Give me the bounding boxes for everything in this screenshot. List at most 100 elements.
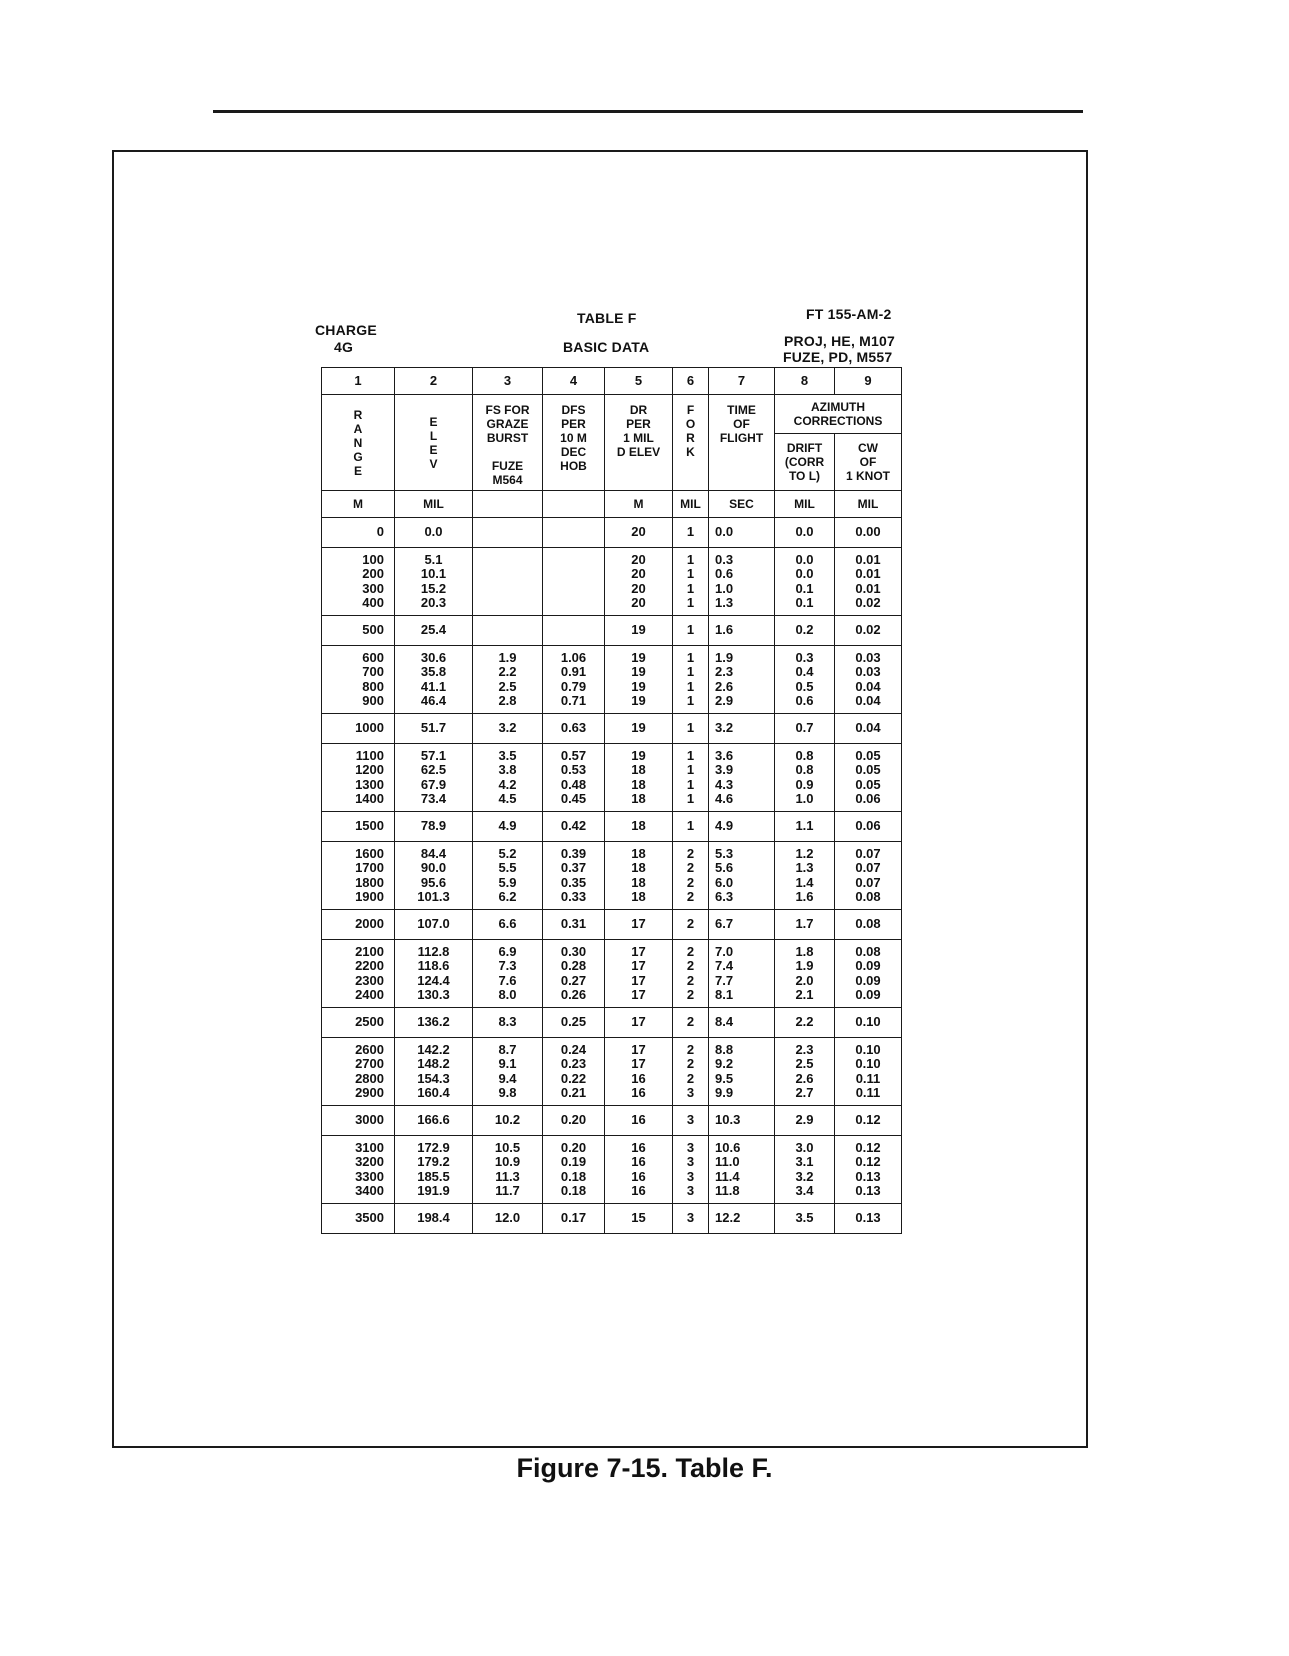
cell-elev: 5.1 10.1 15.2 20.3 bbox=[394, 547, 473, 616]
cell-dr: 20 bbox=[604, 517, 673, 548]
cell-time-of-flight: 1.9 2.3 2.6 2.9 bbox=[708, 645, 775, 714]
figure-frame bbox=[112, 150, 1088, 1448]
cell-fork: 1 bbox=[672, 517, 709, 548]
cell-cw: 0.05 0.05 0.05 0.06 bbox=[834, 743, 902, 812]
cell-dfs: 0.25 bbox=[542, 1007, 605, 1038]
cell-time-of-flight: 7.0 7.4 7.7 8.1 bbox=[708, 939, 775, 1008]
cell-drift: 2.9 bbox=[774, 1105, 835, 1136]
cell-time-of-flight: 3.6 3.9 4.3 4.6 bbox=[708, 743, 775, 812]
cell-elev: 136.2 bbox=[394, 1007, 473, 1038]
cell-range: 1000 bbox=[321, 713, 395, 744]
cell-drift: 1.2 1.3 1.4 1.6 bbox=[774, 841, 835, 910]
unit-cell bbox=[542, 490, 605, 518]
cell-fs: 12.0 bbox=[472, 1203, 543, 1234]
cell-fork: 1 bbox=[672, 713, 709, 744]
cell-time-of-flight: 0.0 bbox=[708, 517, 775, 548]
cell-fs: 4.9 bbox=[472, 811, 543, 842]
col-number: 3 bbox=[472, 367, 543, 395]
cell-drift: 0.0 0.0 0.1 0.1 bbox=[774, 547, 835, 616]
cell-fork: 1 bbox=[672, 811, 709, 842]
cell-fs bbox=[472, 517, 543, 548]
cell-fork: 3 3 3 3 bbox=[672, 1135, 709, 1204]
cell-dr: 17 17 16 16 bbox=[604, 1037, 673, 1106]
cell-time-of-flight: 8.8 9.2 9.5 9.9 bbox=[708, 1037, 775, 1106]
cell-cw: 0.13 bbox=[834, 1203, 902, 1234]
header-time-of-flight: TIME OF FLIGHT bbox=[708, 394, 775, 491]
col-number: 7 bbox=[708, 367, 775, 395]
unit-cell: MIL bbox=[672, 490, 709, 518]
cell-fs: 1.9 2.2 2.5 2.8 bbox=[472, 645, 543, 714]
cell-fork: 2 2 2 3 bbox=[672, 1037, 709, 1106]
cell-dfs: 0.57 0.53 0.48 0.45 bbox=[542, 743, 605, 812]
cell-time-of-flight: 10.3 bbox=[708, 1105, 775, 1136]
cell-drift: 2.3 2.5 2.6 2.7 bbox=[774, 1037, 835, 1106]
cell-dr: 19 bbox=[604, 615, 673, 646]
cell-drift: 3.0 3.1 3.2 3.4 bbox=[774, 1135, 835, 1204]
cell-cw: 0.08 0.09 0.09 0.09 bbox=[834, 939, 902, 1008]
unit-cell: M bbox=[321, 490, 395, 518]
cell-fs bbox=[472, 615, 543, 646]
header-azimuth-corrections: AZIMUTH CORRECTIONS bbox=[774, 394, 902, 434]
cell-time-of-flight: 10.6 11.0 11.4 11.8 bbox=[708, 1135, 775, 1204]
cell-time-of-flight: 5.3 5.6 6.0 6.3 bbox=[708, 841, 775, 910]
cell-dr: 17 17 17 17 bbox=[604, 939, 673, 1008]
unit-cell: SEC bbox=[708, 490, 775, 518]
cell-elev: 51.7 bbox=[394, 713, 473, 744]
header-dfs: DFS PER 10 M DEC HOB bbox=[542, 394, 605, 491]
cell-fs: 10.5 10.9 11.3 11.7 bbox=[472, 1135, 543, 1204]
units-row: M MIL M MIL SEC MIL MIL bbox=[321, 490, 902, 518]
cell-fs: 6.6 bbox=[472, 909, 543, 940]
header-dr: DR PER 1 MIL D ELEV bbox=[604, 394, 673, 491]
col-number: 1 bbox=[321, 367, 395, 395]
col-number: 2 bbox=[394, 367, 473, 395]
cell-drift: 0.8 0.8 0.9 1.0 bbox=[774, 743, 835, 812]
cell-elev: 0.0 bbox=[394, 517, 473, 548]
col-number: 6 bbox=[672, 367, 709, 395]
cell-drift: 3.5 bbox=[774, 1203, 835, 1234]
cell-drift: 0.0 bbox=[774, 517, 835, 548]
cell-fork: 2 2 2 2 bbox=[672, 939, 709, 1008]
cell-fork: 1 1 1 1 bbox=[672, 645, 709, 714]
cell-dfs: 0.31 bbox=[542, 909, 605, 940]
basic-data-table: 1 2 3 4 5 6 7 8 9 R A N G E E L E V FS F… bbox=[321, 367, 902, 1234]
cell-cw: 0.04 bbox=[834, 713, 902, 744]
cell-drift: 0.7 bbox=[774, 713, 835, 744]
cell-dfs: 0.17 bbox=[542, 1203, 605, 1234]
cell-dfs bbox=[542, 547, 605, 616]
cell-dfs: 0.20 bbox=[542, 1105, 605, 1136]
cell-range: 2600 2700 2800 2900 bbox=[321, 1037, 395, 1106]
cell-cw: 0.02 bbox=[834, 615, 902, 646]
cell-dfs: 0.24 0.23 0.22 0.21 bbox=[542, 1037, 605, 1106]
cell-dr: 18 18 18 18 bbox=[604, 841, 673, 910]
cell-fs: 3.5 3.8 4.2 4.5 bbox=[472, 743, 543, 812]
cell-range: 3000 bbox=[321, 1105, 395, 1136]
cell-dr: 16 bbox=[604, 1105, 673, 1136]
cell-fork: 2 bbox=[672, 1007, 709, 1038]
header-range: R A N G E bbox=[321, 394, 395, 491]
cell-dr: 16 16 16 16 bbox=[604, 1135, 673, 1204]
cell-dr: 19 19 19 19 bbox=[604, 645, 673, 714]
cell-time-of-flight: 4.9 bbox=[708, 811, 775, 842]
col-number: 9 bbox=[834, 367, 902, 395]
cell-range: 600 700 800 900 bbox=[321, 645, 395, 714]
table-subtitle: BASIC DATA bbox=[563, 339, 650, 355]
projectile: PROJ, HE, M107 bbox=[784, 333, 895, 349]
cell-time-of-flight: 12.2 bbox=[708, 1203, 775, 1234]
col-number: 5 bbox=[604, 367, 673, 395]
cell-cw: 0.06 bbox=[834, 811, 902, 842]
cell-cw: 0.01 0.01 0.01 0.02 bbox=[834, 547, 902, 616]
cell-time-of-flight: 8.4 bbox=[708, 1007, 775, 1038]
cell-dfs: 0.63 bbox=[542, 713, 605, 744]
unit-cell: MIL bbox=[774, 490, 835, 518]
charge-value: 4G bbox=[334, 339, 354, 355]
cell-dr: 17 bbox=[604, 909, 673, 940]
cell-fork: 1 bbox=[672, 615, 709, 646]
cell-fs: 8.3 bbox=[472, 1007, 543, 1038]
cell-elev: 166.6 bbox=[394, 1105, 473, 1136]
